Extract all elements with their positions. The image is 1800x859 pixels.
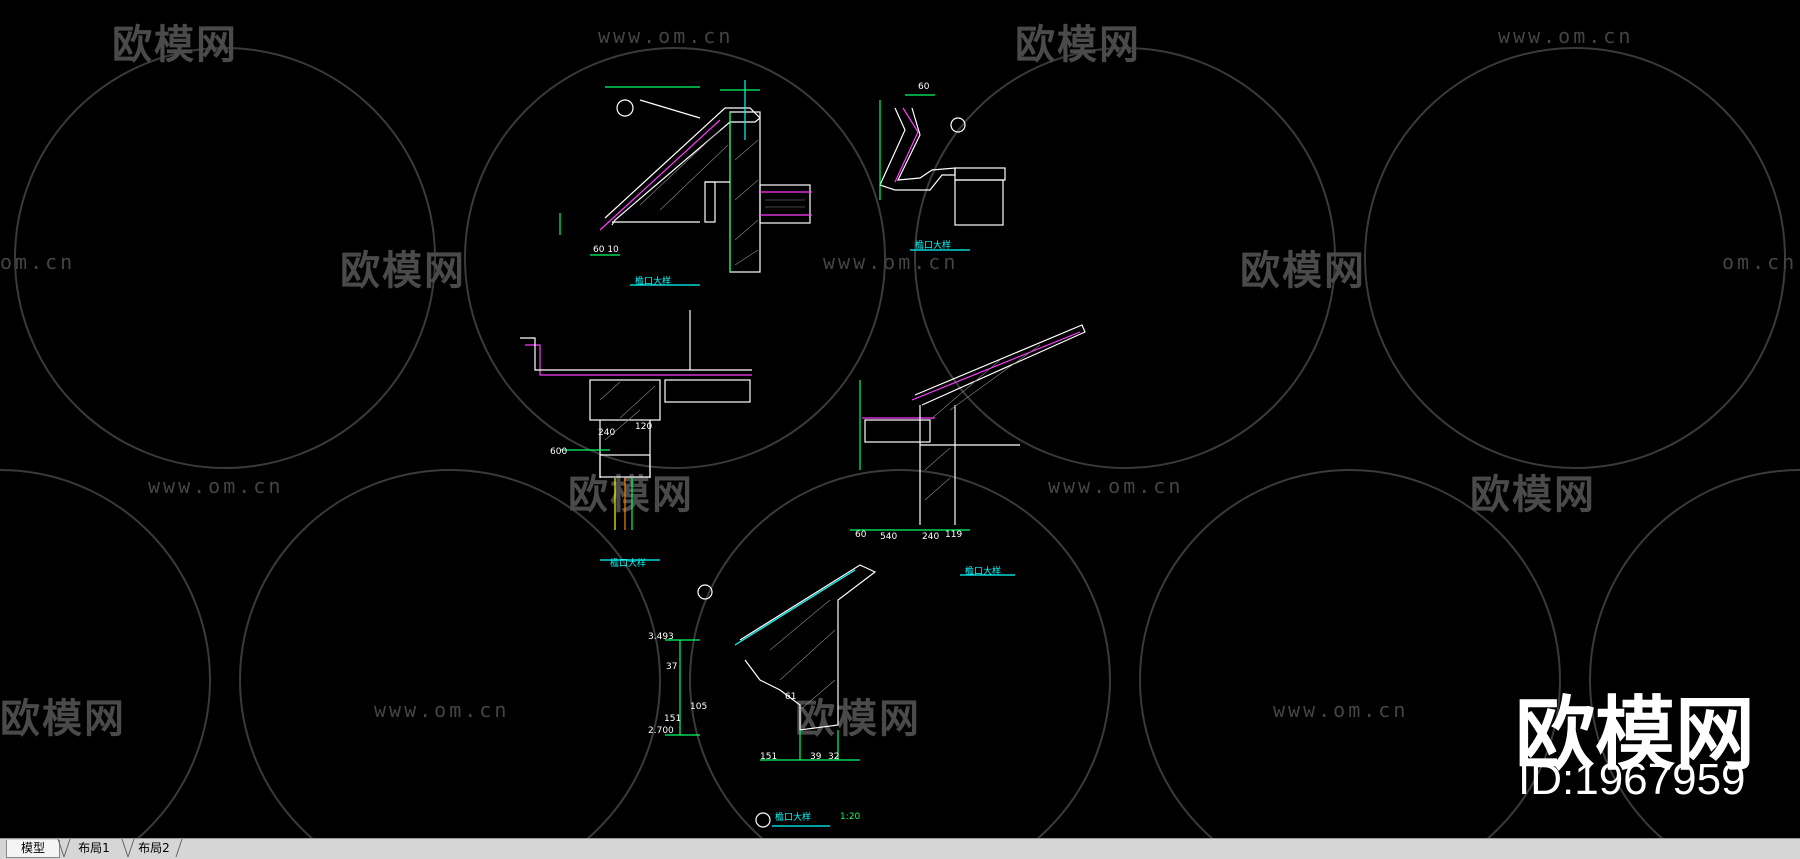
dimension: 61 (785, 692, 797, 702)
watermark-url: www.om.cn (823, 250, 959, 274)
dimension: 39 (810, 752, 822, 762)
corner-watermark-brand: 欧模网 (1515, 690, 1755, 779)
watermark-url: www.om.cn (1273, 698, 1409, 722)
watermark-logo: 欧模网 (1240, 248, 1366, 294)
watermark-logo: 欧模网 (1015, 22, 1141, 68)
detail-title: 檐口大样 (635, 277, 672, 287)
watermark-circles (0, 47, 1800, 838)
watermark-url: www.om.cn (598, 24, 734, 48)
watermark-url: www.om.cn (148, 474, 284, 498)
watermark-url: www.om.cn (1498, 24, 1634, 48)
dimension: 60 (855, 530, 867, 540)
dimension: 240 (598, 428, 616, 438)
elevation: 2.700 (648, 726, 674, 736)
dimension: 240 (922, 532, 940, 542)
detail-title: 檐口大样 (775, 813, 812, 823)
watermark-logo: 欧模网 (795, 696, 921, 742)
elevation: 3.493 (648, 632, 674, 642)
dimension: 60 10 (593, 245, 619, 255)
watermark-logo: 欧模网 (1470, 472, 1596, 518)
tab-separators (57, 839, 183, 858)
watermark-logo: 欧模网 (340, 248, 466, 294)
dimension: 32 (828, 752, 840, 762)
watermark-url: om.cn (0, 250, 76, 274)
dimension: 151 (760, 752, 778, 762)
dimension: 540 (880, 532, 898, 542)
corner-watermark-id: ID:1967959 (1518, 755, 1746, 804)
layout-tab-bar: 模型 布局1 布局2 (0, 838, 1800, 859)
dimension: 600 (550, 447, 568, 457)
watermark-logo: 欧模网 (112, 22, 238, 68)
dimension: 60 (918, 82, 930, 92)
watermark-url: www.om.cn (374, 698, 510, 722)
cad-details (520, 80, 1086, 828)
detail-title: 檐口大样 (915, 241, 952, 251)
detail-scale: 1:20 (840, 812, 861, 822)
watermark-logo: 欧模网 (0, 696, 126, 742)
detail-title: 檐口大样 (610, 559, 647, 569)
dimension: 151 (664, 714, 682, 724)
dimension: 120 (635, 422, 653, 432)
watermark-url: www.om.cn (1048, 474, 1184, 498)
tab-layout2[interactable]: 布局2 (138, 841, 170, 855)
dimension: 119 (945, 530, 963, 540)
dimension: 37 (666, 662, 678, 672)
cad-drawing-canvas[interactable]: 欧模网 www.om.cn 欧模网 www.om.cn om.cn 欧模网 ww… (0, 0, 1800, 838)
dimension: 105 (690, 702, 708, 712)
detail-title: 檐口大样 (965, 567, 1002, 577)
watermark-url: om.cn (1722, 250, 1798, 274)
tab-layout1[interactable]: 布局1 (78, 841, 110, 855)
tab-model[interactable]: 模型 (6, 840, 60, 858)
watermark-logo: 欧模网 (568, 472, 694, 518)
